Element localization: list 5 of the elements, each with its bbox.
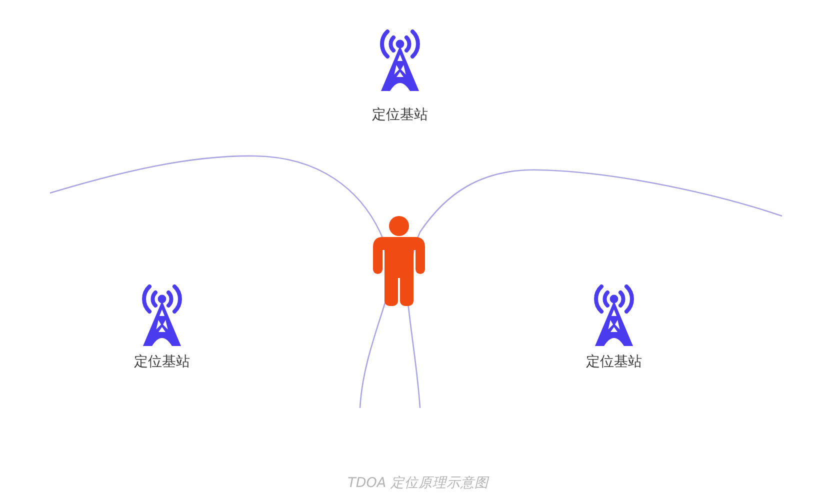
station-label: 定位基站 xyxy=(372,107,428,123)
caption: TDOA 定位原理示意图 xyxy=(348,475,488,491)
station-label: 定位基站 xyxy=(586,354,642,370)
station-label: 定位基站 xyxy=(134,354,190,370)
person-icon xyxy=(373,216,425,306)
